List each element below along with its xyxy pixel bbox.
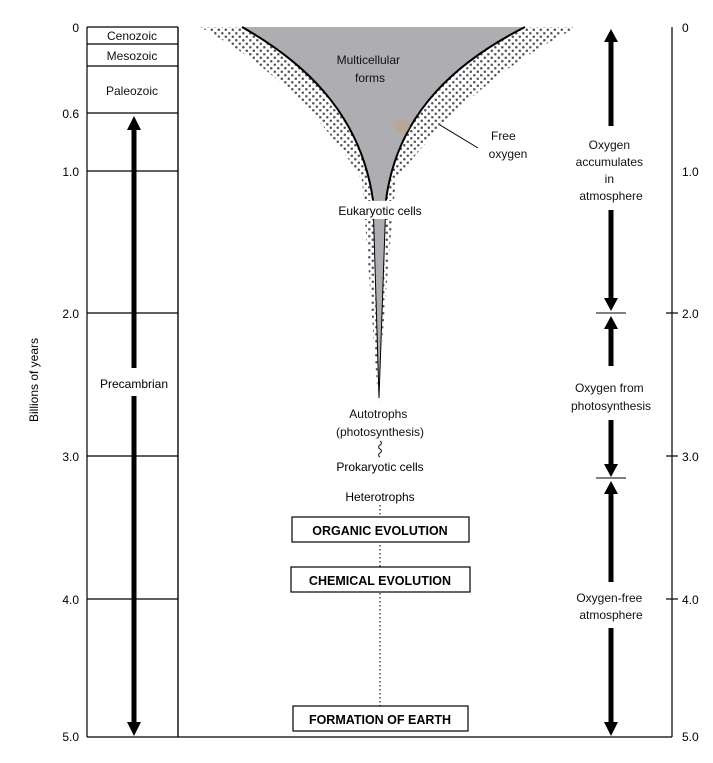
squiggle-connector	[377, 440, 383, 458]
eukaryotic-label: Eukaryotic cells	[338, 204, 421, 218]
oxygen-free-label: Oxygen-free atmosphere	[576, 591, 645, 622]
y-axis-label: Billions of years	[27, 338, 41, 422]
era-mesozoic: Mesozoic	[107, 49, 158, 63]
multicellular-label: Multicellular forms	[337, 53, 404, 85]
precambrian-arrow	[127, 116, 141, 736]
left-tick-0: 0	[72, 21, 79, 35]
right-tick-labels: 0 1.0 2.0 3.0 4.0 5.0	[682, 21, 699, 744]
organic-evolution-box: ORGANIC EVOLUTION	[291, 516, 470, 543]
left-tick-1.0: 1.0	[62, 165, 79, 179]
right-tick-0: 0	[682, 21, 689, 35]
right-tick-5.0: 5.0	[682, 730, 699, 744]
chemical-evolution-label: CHEMICAL EVOLUTION	[309, 574, 451, 588]
left-tick-2.0: 2.0	[62, 307, 79, 321]
heterotrophs-label: Heterotrophs	[345, 490, 414, 504]
right-tick-1.0: 1.0	[682, 165, 699, 179]
era-paleozoic: Paleozoic	[106, 84, 158, 98]
formation-earth-box: FORMATION OF EARTH	[292, 705, 469, 732]
free-oxygen-leader	[439, 124, 479, 149]
autotrophs-label: Autotrophs (photosynthesis)	[336, 407, 424, 439]
left-tick-3.0: 3.0	[62, 450, 79, 464]
free-oxygen-label: Free oxygen	[489, 129, 528, 161]
right-tick-3.0: 3.0	[682, 450, 699, 464]
left-tick-0.6: 0.6	[62, 107, 79, 121]
left-tick-5.0: 5.0	[62, 730, 79, 744]
oxygen-accumulates-label: Oxygen accumulates in atmosphere	[576, 138, 647, 203]
organic-evolution-label: ORGANIC EVOLUTION	[312, 524, 447, 538]
main-box	[177, 27, 678, 738]
era-precambrian: Precambrian	[100, 377, 168, 391]
oxygen-photosynthesis-label: Oxygen from photosynthesis	[571, 381, 651, 413]
chemical-evolution-box: CHEMICAL EVOLUTION	[290, 566, 471, 593]
left-tick-labels: 0 0.6 1.0 2.0 3.0 4.0 5.0	[62, 21, 79, 744]
era-cenozoic: Cenozoic	[107, 29, 157, 43]
right-tick-4.0: 4.0	[682, 593, 699, 607]
oxygen-arrows	[596, 29, 626, 736]
right-tick-2.0: 2.0	[682, 307, 699, 321]
left-tick-4.0: 4.0	[62, 593, 79, 607]
formation-earth-label: FORMATION OF EARTH	[309, 713, 451, 727]
prokaryotic-label: Prokaryotic cells	[336, 460, 423, 474]
